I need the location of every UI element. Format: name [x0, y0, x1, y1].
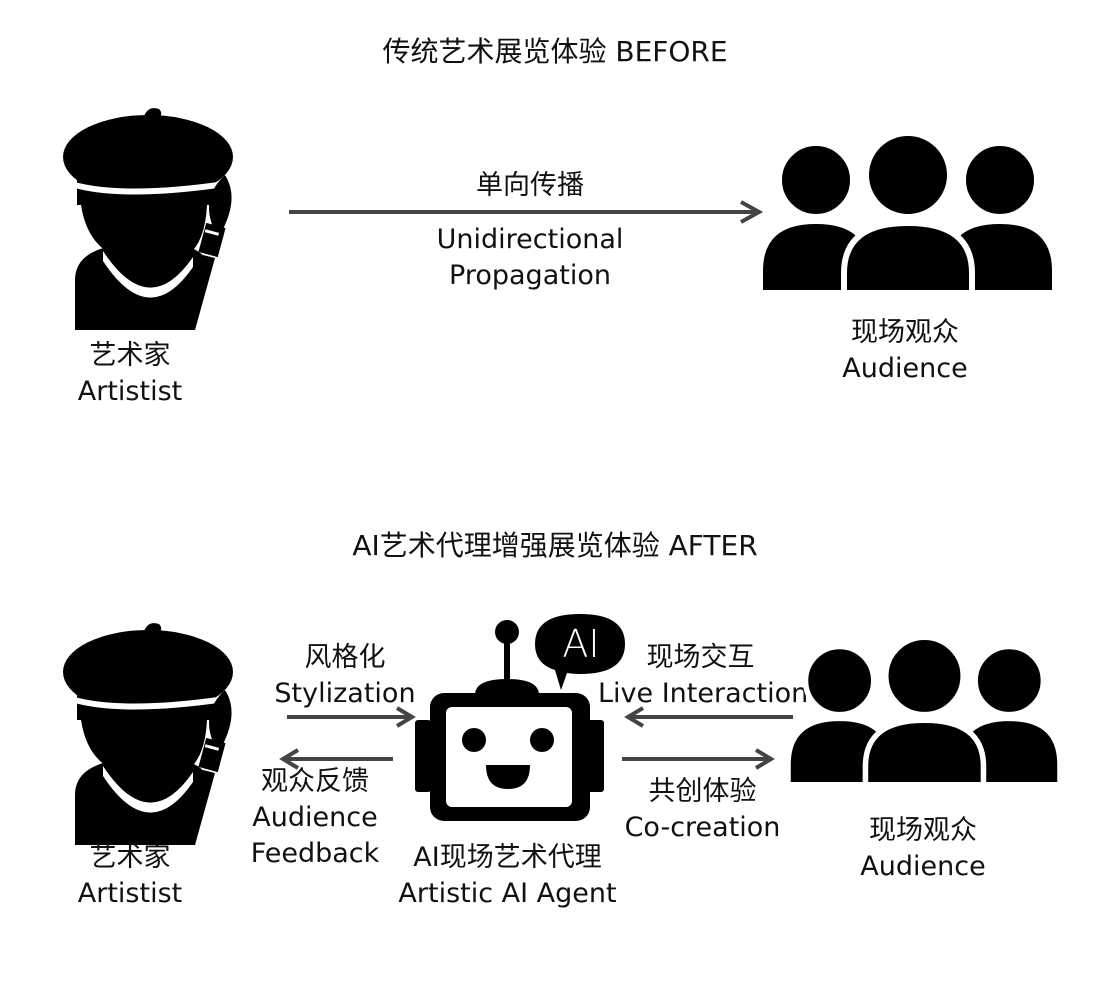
- artist-label-en: Artistist: [77, 376, 183, 407]
- before-artist-label: 艺术家 Artistist: [55, 338, 205, 410]
- stylization-arrow: [287, 706, 416, 728]
- after-audience-label: 现场观众 Audience: [818, 813, 1028, 885]
- feedback-label: 观众反馈 Audience Feedback: [250, 766, 380, 869]
- before-title: 传统艺术展览体验 BEFORE: [382, 35, 728, 68]
- cocreation-label: 共创体验 Co-creation: [624, 776, 781, 843]
- stylization-label: 风格化 Stylization: [274, 642, 416, 709]
- interaction-arrow: [624, 706, 793, 728]
- unidirectional-arrow: [289, 200, 764, 224]
- unidirectional-label-cn: 单向传播: [476, 170, 584, 201]
- artist-icon: [63, 108, 233, 330]
- audience-group-icon: [785, 634, 1063, 788]
- agent-label-cn: AI现场艺术代理: [413, 842, 602, 873]
- audience-label-en: Audience: [842, 353, 968, 384]
- after-artist-label: 艺术家 Artistist: [55, 840, 205, 912]
- artist-label-cn: 艺术家: [89, 842, 171, 873]
- ai-badge-text: AI: [562, 622, 599, 666]
- artist-label-en: Artistist: [77, 878, 183, 909]
- robot-icon: [415, 620, 604, 821]
- ai-speech-bubble-icon: AI: [535, 614, 625, 690]
- feedback-arrow: [279, 748, 393, 770]
- after-title: AI艺术代理增强展览体验 AFTER: [352, 529, 758, 562]
- artist-label-cn: 艺术家: [89, 340, 171, 371]
- interaction-label: 现场交互 Live Interaction: [598, 642, 809, 709]
- agent-label: AI现场艺术代理 Artistic AI Agent: [380, 840, 635, 912]
- before-audience-label: 现场观众 Audience: [800, 315, 1010, 387]
- agent-label-en: Artistic AI Agent: [398, 878, 617, 909]
- audience-label-cn: 现场观众: [851, 317, 959, 348]
- audience-label-en: Audience: [860, 851, 986, 882]
- cocreation-arrow: [622, 748, 775, 770]
- unidirectional-label-en: Unidirectional Propagation: [436, 224, 624, 291]
- artist-icon: [63, 623, 233, 845]
- audience-group-icon: [757, 130, 1058, 296]
- audience-label-cn: 现场观众: [869, 815, 977, 846]
